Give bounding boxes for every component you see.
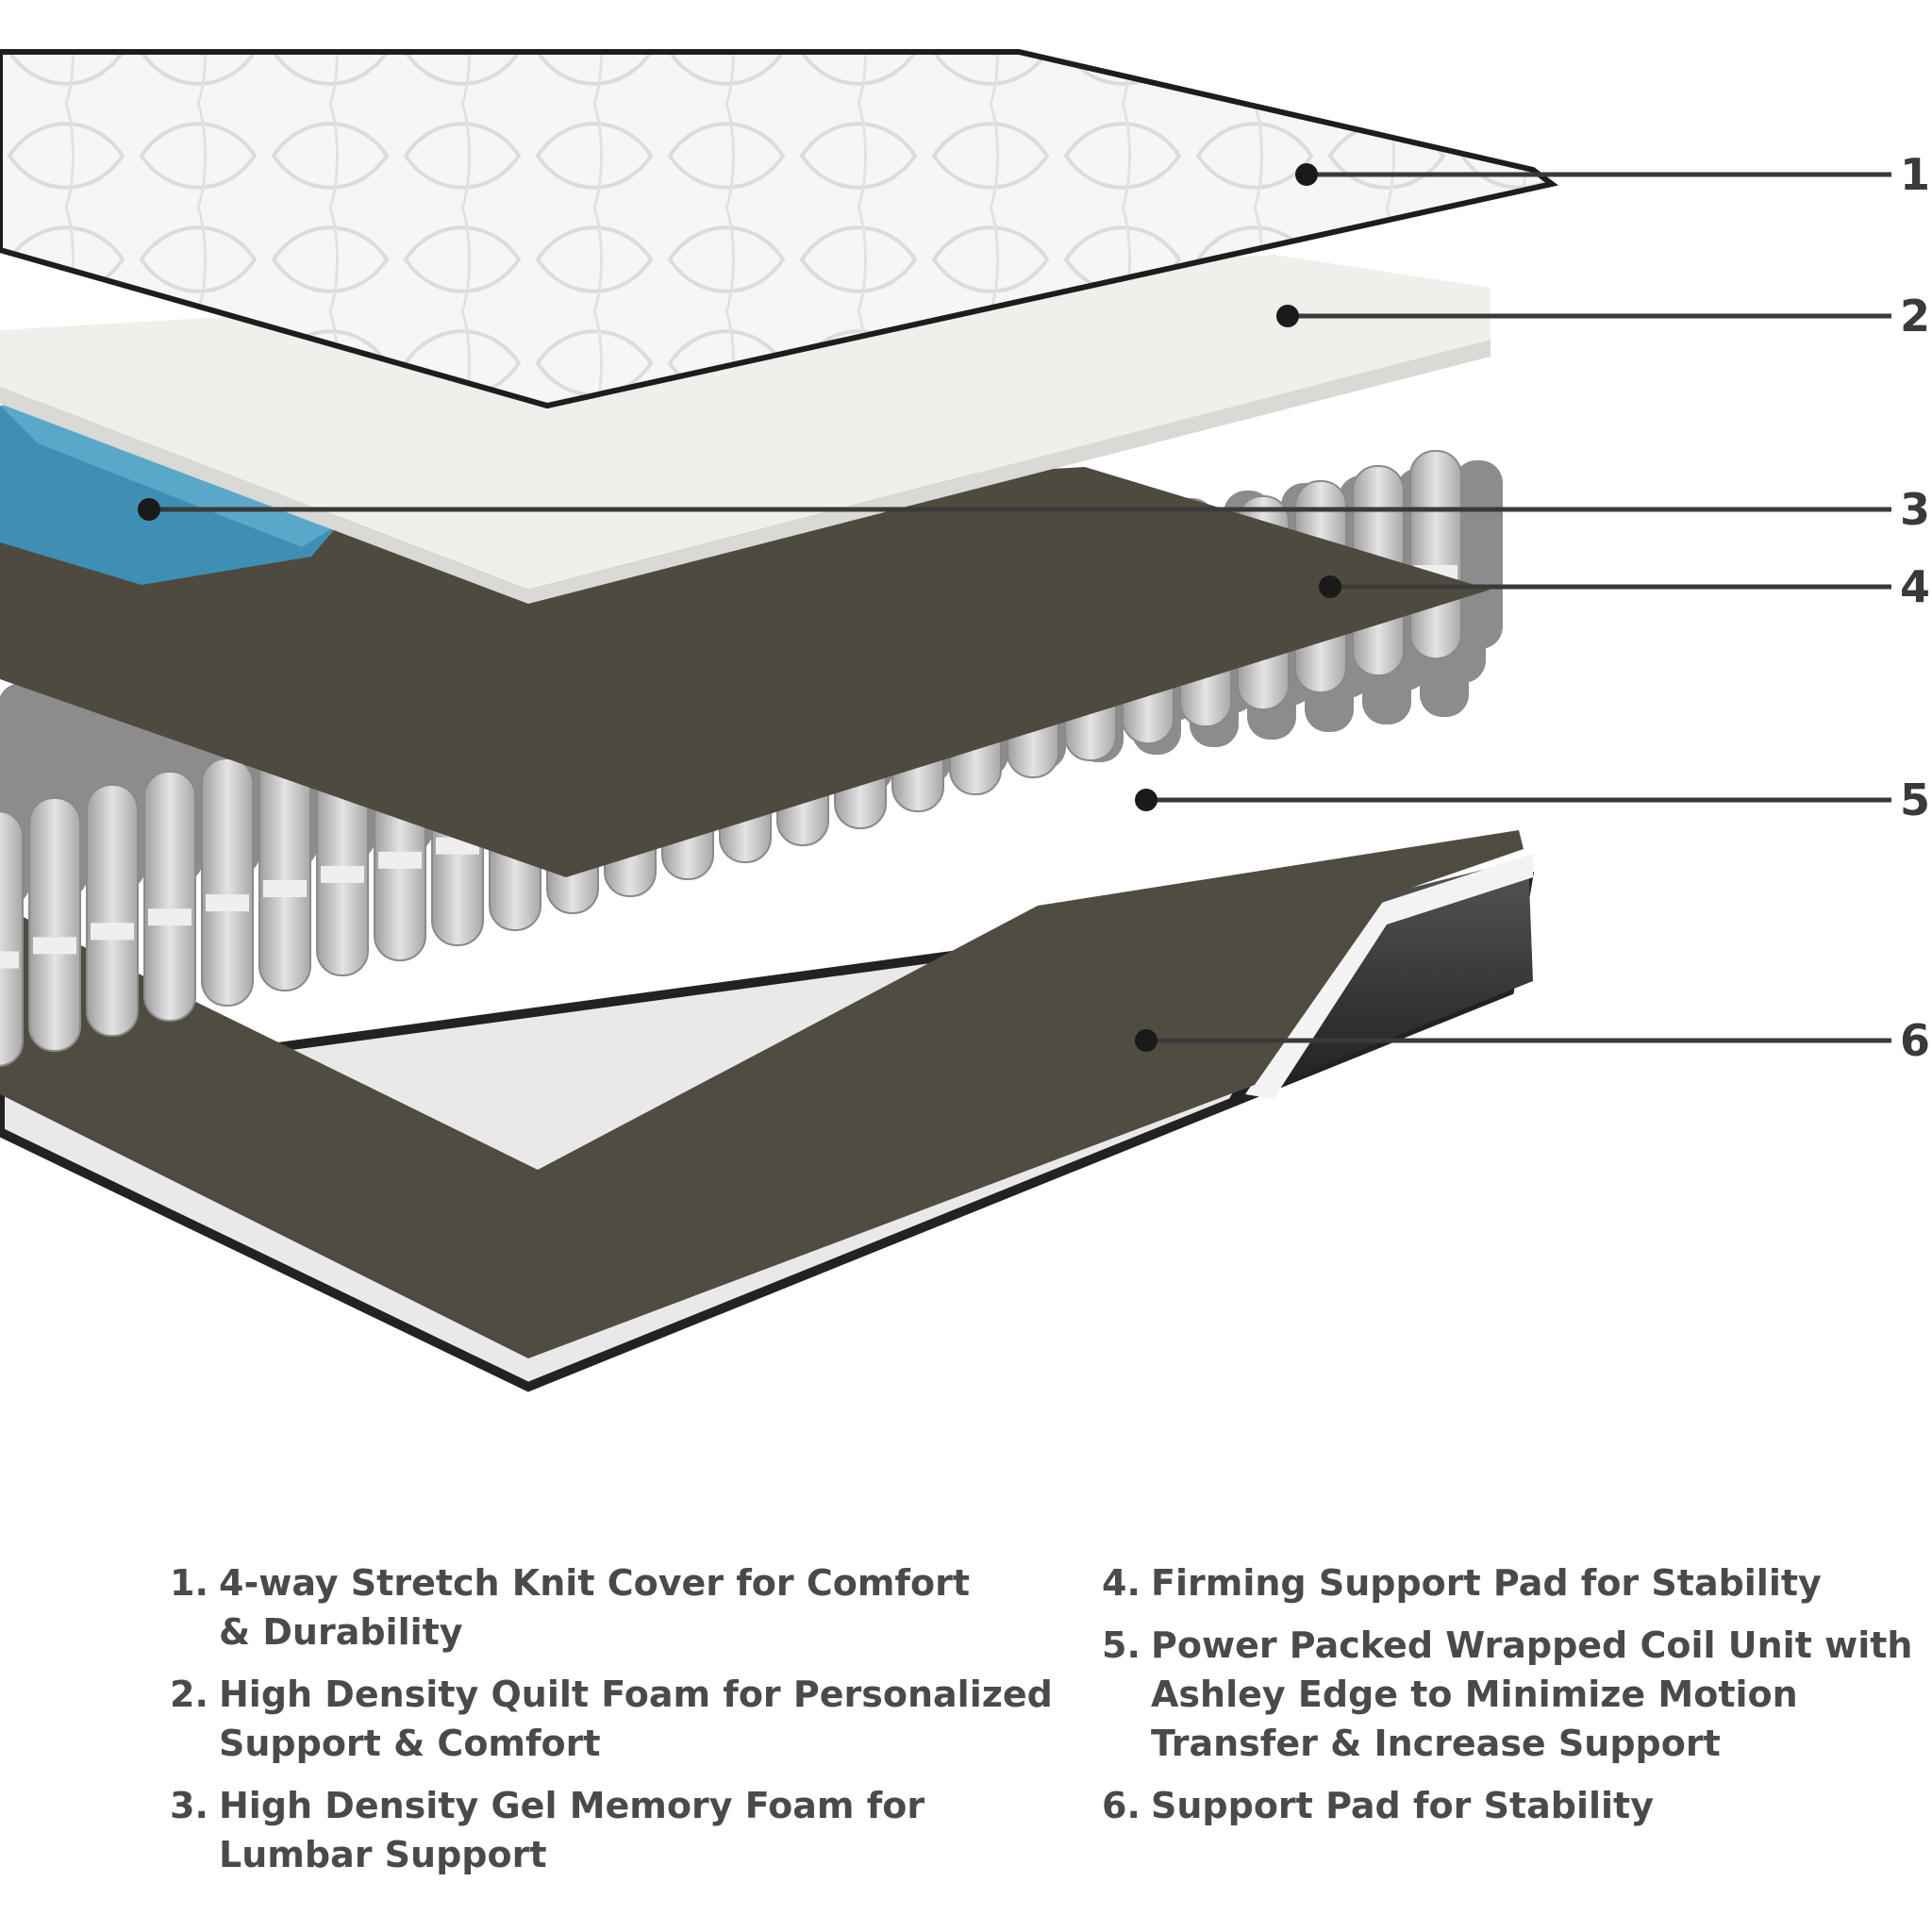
legend-text-line: Lumbar Support (219, 1834, 547, 1875)
legend-number: 3. (170, 1785, 208, 1826)
legend-text-line: Ashley Edge to Minimize Motion (1151, 1674, 1798, 1715)
callout-number-2: 2 (1900, 291, 1930, 341)
legend-text-line: Support & Comfort (219, 1723, 601, 1764)
legend-item-6: 6.Support Pad for Stability (1102, 1781, 1913, 1830)
legend-item-1: 1. 4-way Stretch Knit Cover for Comfort & … (170, 1558, 1075, 1657)
leader-dot-2 (1276, 305, 1299, 327)
leader-dot-6 (1135, 1029, 1158, 1052)
coil-band (148, 908, 192, 926)
legend-column-left: 1. 4-way Stretch Knit Cover for Comfort & … (170, 1558, 1075, 1892)
callout-number-1: 1 (1900, 149, 1930, 200)
legend-number: 4. (1102, 1562, 1141, 1604)
coil (143, 771, 196, 1022)
callout-number-3: 3 (1900, 484, 1930, 535)
support-pad-bottom (0, 830, 1524, 1358)
coil (86, 784, 139, 1037)
callout-number-5: 5 (1900, 774, 1930, 825)
coil-band (263, 880, 307, 897)
legend: 1. 4-way Stretch Knit Cover for Comfort & … (170, 1558, 1924, 1898)
leader-dot-5 (1135, 789, 1158, 811)
callout-leaders: 1 2 3 4 5 6 (138, 149, 1930, 1066)
legend-text-line: Support Pad for Stability (1151, 1785, 1654, 1826)
legend-number: 1. (170, 1562, 208, 1604)
base-white-stripe (1245, 854, 1533, 1099)
callout-number-6: 6 (1900, 1015, 1930, 1066)
firming-support-pad (0, 467, 1491, 877)
legend-text-line: Power Packed Wrapped Coil Unit with (1151, 1624, 1913, 1666)
quilt-foam-edge (0, 340, 1491, 604)
legend-number: 6. (1102, 1785, 1141, 1826)
legend-text-line: High Density Gel Memory Foam for (219, 1785, 925, 1826)
knit-cover (0, 49, 1559, 409)
callout-number-4: 4 (1900, 561, 1930, 612)
legend-number: 2. (170, 1674, 208, 1715)
coil (201, 758, 254, 1007)
legend-text-line: Transfer & Increase Support (1151, 1723, 1721, 1764)
leader-dot-1 (1295, 163, 1318, 186)
legend-number: 5. (1102, 1624, 1141, 1666)
coil-band (321, 865, 364, 883)
legend-text-line: 4-way Stretch Knit Cover for Comfort (219, 1562, 970, 1604)
coil (1409, 450, 1462, 659)
legend-text-line: & Durability (219, 1611, 463, 1653)
coil-band (0, 951, 19, 969)
legend-item-2: 2. High Density Quilt Foam for Personaliz… (170, 1670, 1075, 1768)
leader-dot-4 (1319, 575, 1341, 598)
coil-band (91, 923, 134, 941)
coil-band (33, 937, 76, 955)
coil (28, 797, 81, 1052)
legend-text-line: Firming Support Pad for Stability (1151, 1562, 1822, 1604)
leader-dot-3 (138, 498, 160, 521)
coil-band (206, 894, 249, 912)
coil (0, 810, 24, 1067)
legend-item-4: 4.Firming Support Pad for Stability (1102, 1558, 1913, 1607)
coil-band (378, 851, 422, 869)
legend-text-line: High Density Quilt Foam for Personalized (219, 1674, 1053, 1715)
